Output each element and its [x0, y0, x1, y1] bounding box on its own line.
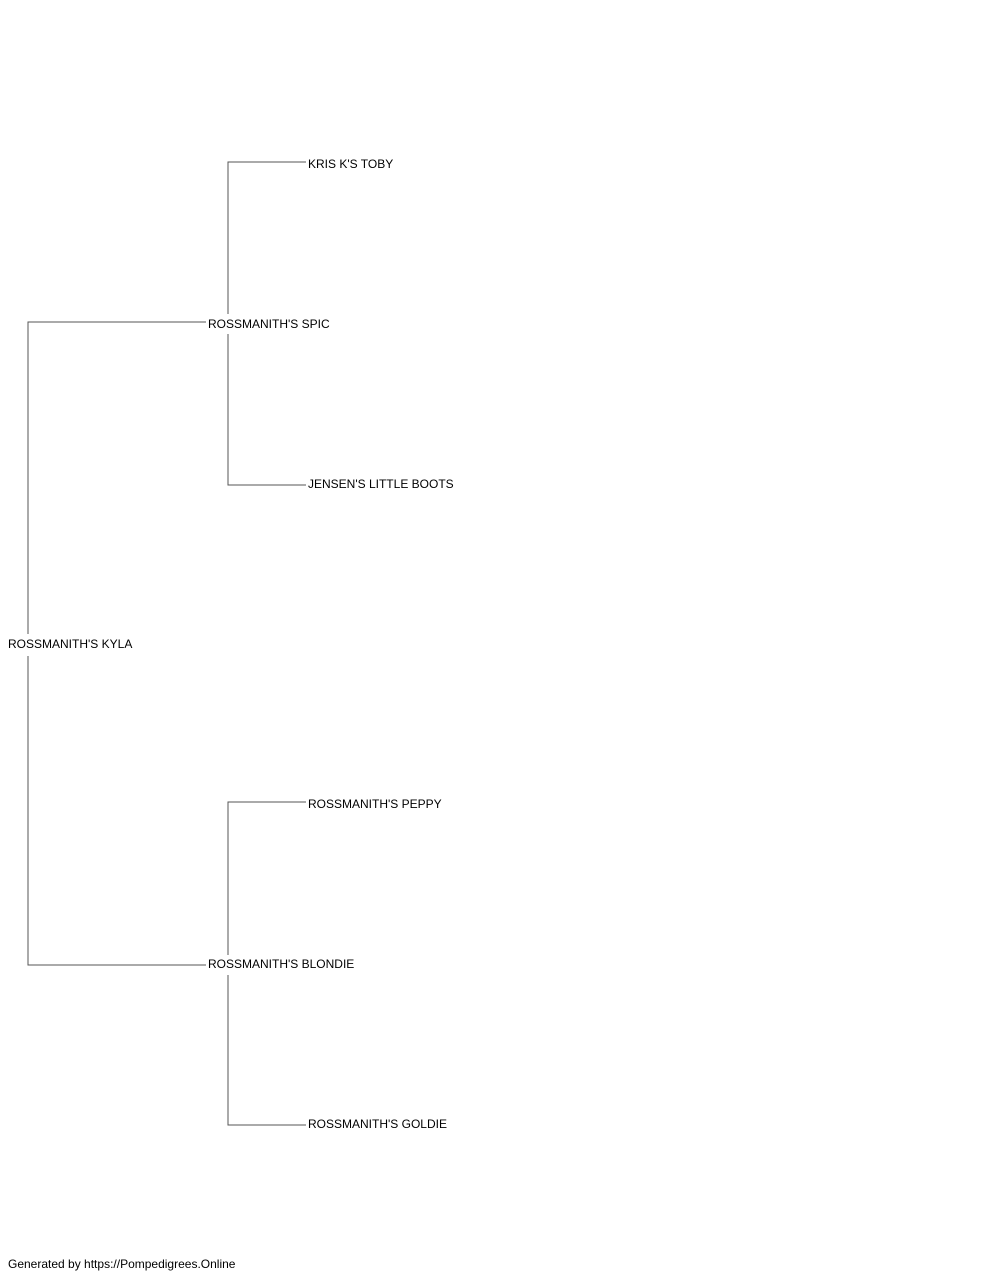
node-sire-sire: KRIS K'S TOBY	[308, 157, 394, 171]
connector-sire-to-sire-dam	[227, 334, 306, 486]
node-subject: ROSSMANITH'S KYLA	[8, 637, 133, 651]
connector-subject-to-sire	[27, 321, 206, 634]
connector-dam-to-dam-sire	[227, 801, 306, 955]
node-sire: ROSSMANITH'S SPIC	[208, 317, 330, 331]
node-dam-sire: ROSSMANITH'S PEPPY	[308, 797, 442, 811]
node-sire-dam: JENSEN'S LITTLE BOOTS	[308, 477, 454, 491]
node-dam-dam: ROSSMANITH'S GOLDIE	[308, 1117, 447, 1131]
connector-sire-to-sire-sire	[227, 161, 306, 314]
node-dam: ROSSMANITH'S BLONDIE	[208, 957, 355, 971]
connector-dam-to-dam-dam	[227, 975, 306, 1126]
footer-credit: Generated by https://Pompedigrees.Online	[8, 1257, 236, 1271]
connector-subject-to-dam	[27, 656, 206, 966]
